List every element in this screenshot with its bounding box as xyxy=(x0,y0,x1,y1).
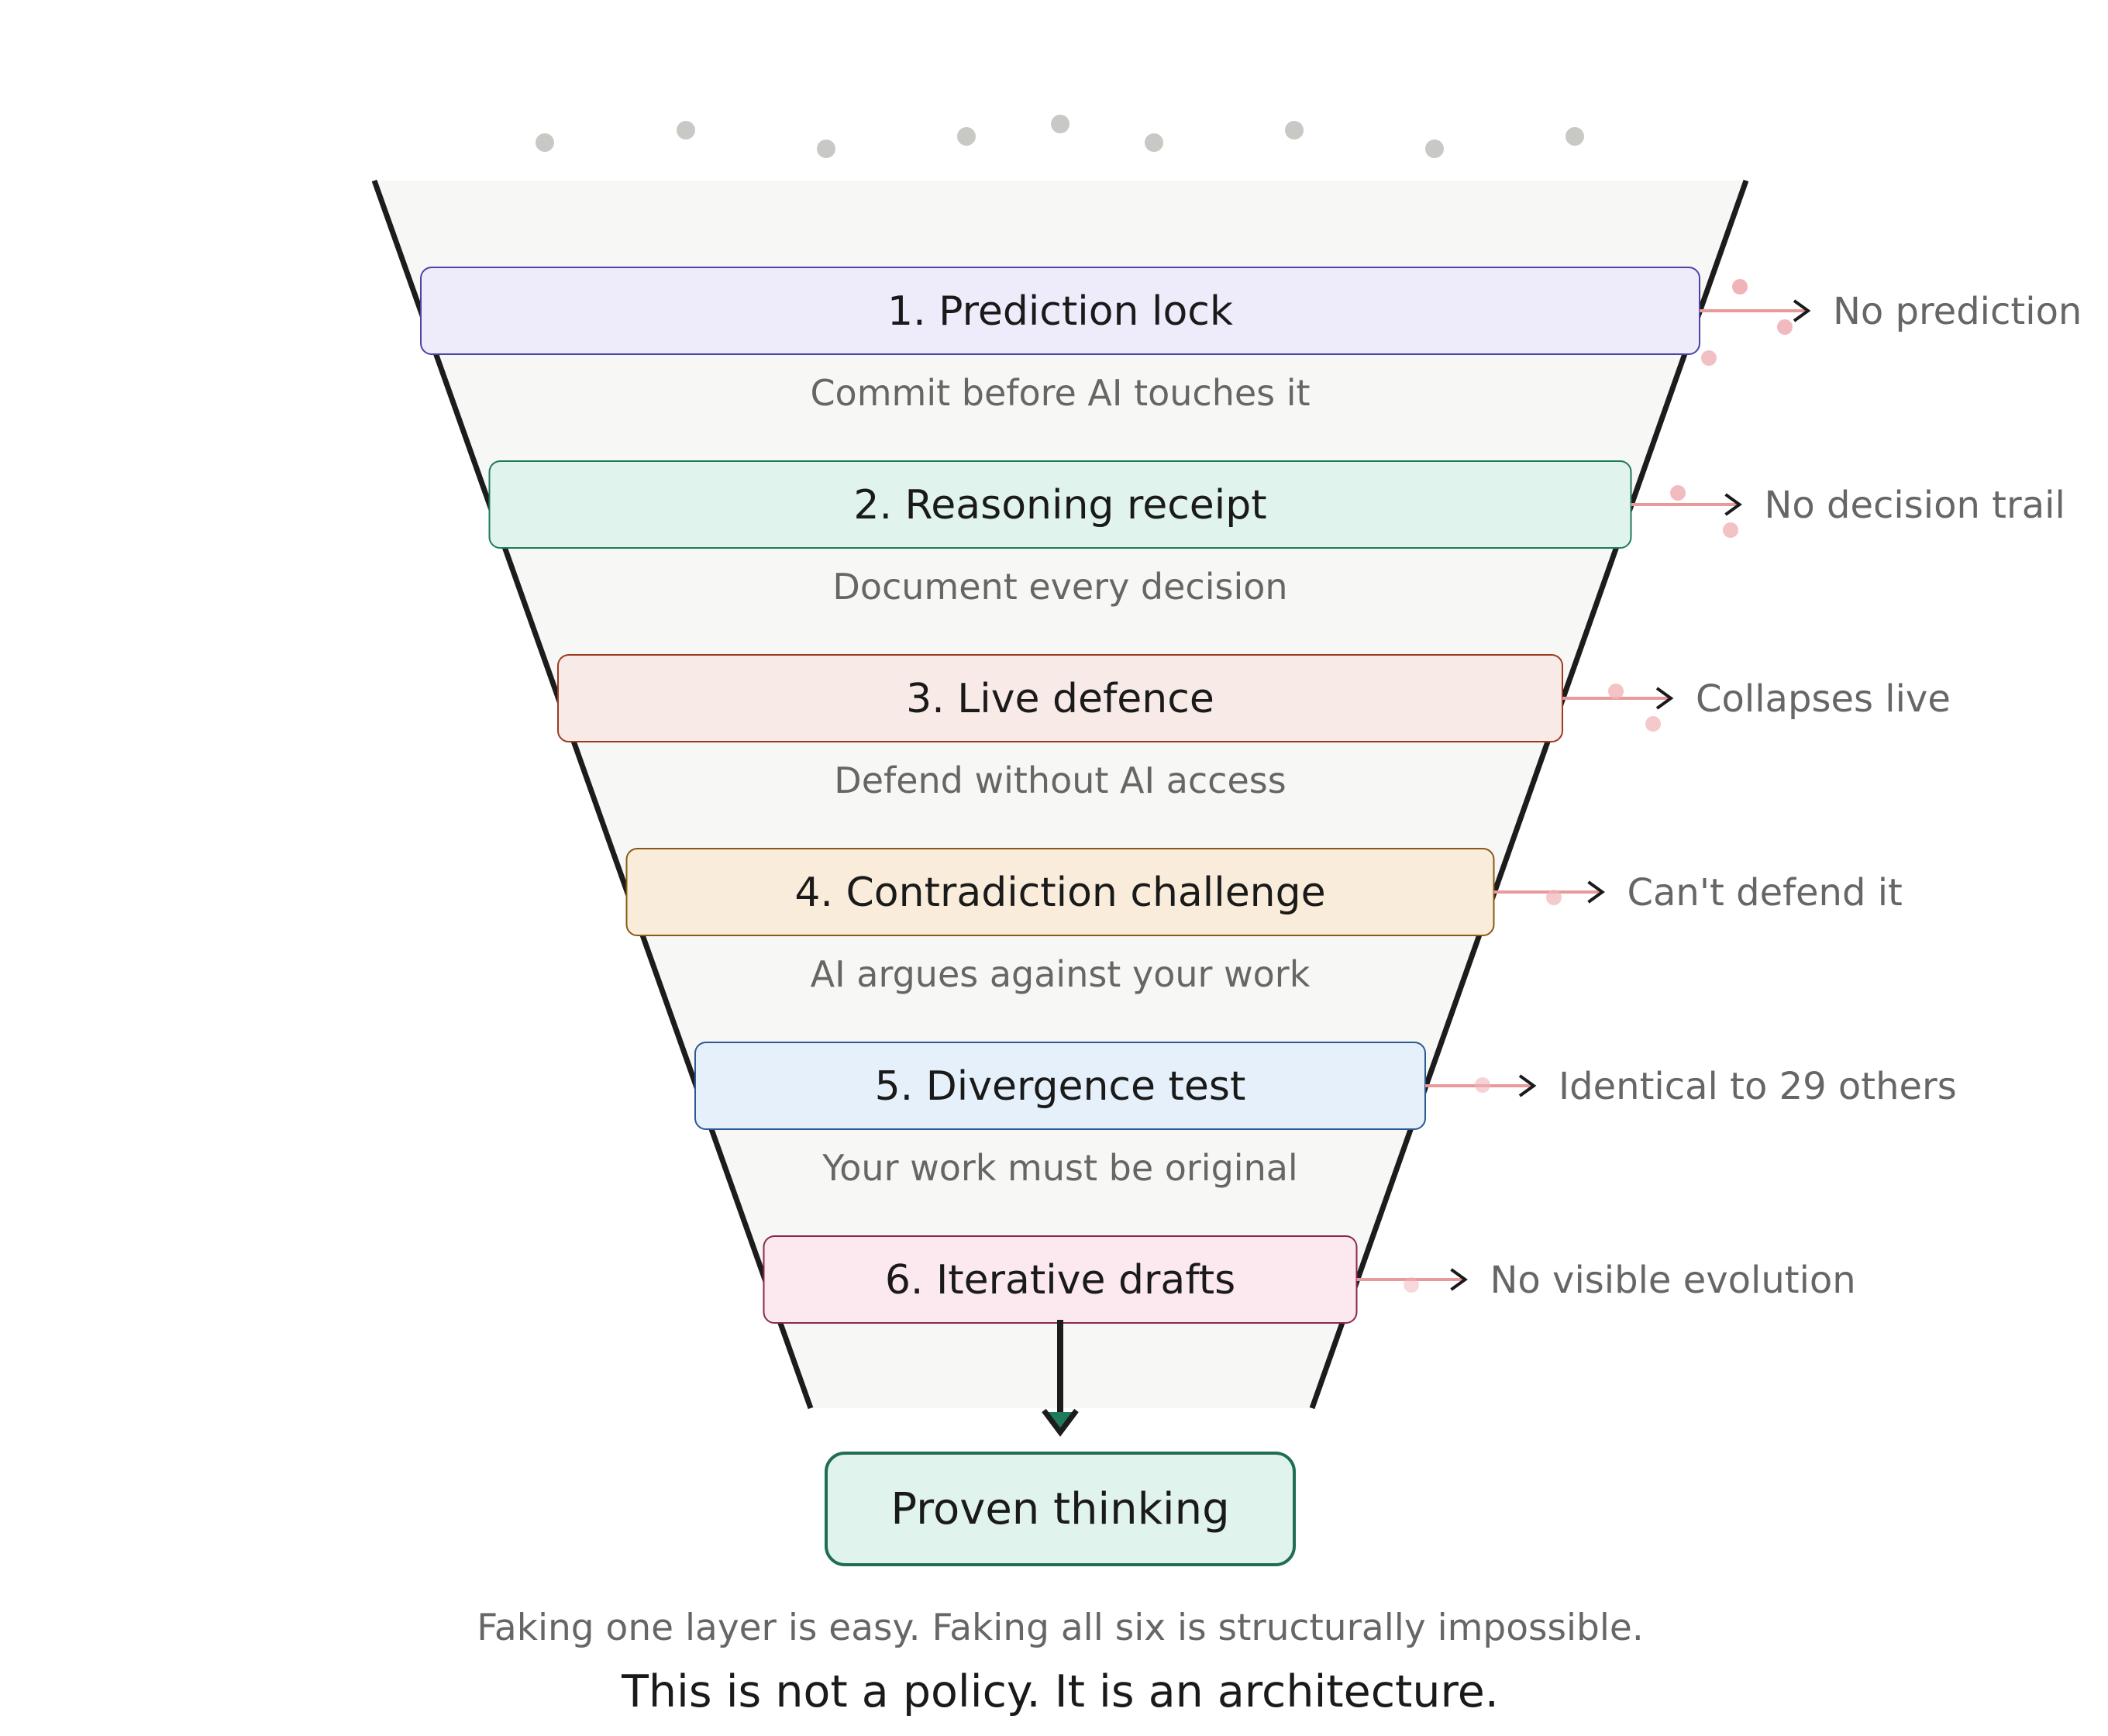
rejected-dot-icon xyxy=(1546,890,1562,905)
layer-subtitle: Your work must be original xyxy=(822,1147,1297,1189)
layer-label: 2. Reasoning receipt xyxy=(853,482,1266,529)
result-box-frame xyxy=(825,1452,1296,1566)
rejected-dot-icon xyxy=(1732,279,1748,294)
footer-caption: Faking one layer is easy. Faking all six… xyxy=(477,1607,1644,1649)
rejection-label: No prediction xyxy=(1833,290,2082,333)
layer-subtitle: Commit before AI touches it xyxy=(810,372,1310,414)
rejection-label: Can't defend it xyxy=(1628,871,1903,914)
layer-subtitle: Defend without AI access xyxy=(834,760,1286,801)
arrow-down-icon xyxy=(1046,1412,1074,1432)
arrow-right-icon xyxy=(1587,880,1605,904)
input-dots xyxy=(536,115,1584,158)
input-dot-icon xyxy=(1051,115,1070,133)
filter-layer: 4. Contradiction challenge AI argues agai… xyxy=(625,848,1903,995)
input-dot-icon xyxy=(817,140,835,158)
rejected-dot-icon xyxy=(1404,1277,1419,1293)
funnel-right-wall xyxy=(1309,179,1749,1410)
rejected-dot-icon xyxy=(1723,522,1738,538)
arrow-right-icon xyxy=(1450,1268,1468,1291)
input-dot-icon xyxy=(1425,140,1444,158)
rejection-label: No decision trail xyxy=(1765,484,2065,527)
rejection-label: Identical to 29 others xyxy=(1559,1065,1957,1108)
layer-label: 5. Divergence test xyxy=(875,1063,1246,1110)
rejection-label: No visible evolution xyxy=(1490,1259,1856,1302)
filter-layer: 6. Iterative drafts No visible evolution xyxy=(763,1235,1856,1324)
arrow-down-outline xyxy=(1042,1408,1079,1437)
input-dot-icon xyxy=(677,121,695,140)
rejection-label: Collapses live xyxy=(1696,677,1951,721)
arrow-right-icon xyxy=(1724,493,1742,516)
rejected-dot-icon xyxy=(1475,1077,1490,1093)
input-dot-icon xyxy=(1566,127,1584,146)
layer-subtitle: AI argues against your work xyxy=(811,953,1311,995)
layer-subtitle: Document every decision xyxy=(832,566,1287,608)
rejected-dot-icon xyxy=(1608,684,1624,699)
rejected-dot-icon xyxy=(1777,319,1793,335)
input-dot-icon xyxy=(536,133,554,152)
arrow-right-icon xyxy=(1518,1074,1537,1097)
output-arrow xyxy=(1042,1320,1079,1437)
layer-label: 3. Live defence xyxy=(906,676,1214,722)
input-dot-icon xyxy=(1285,121,1304,140)
rejected-dot-icon xyxy=(1701,350,1717,366)
arrow-right-icon xyxy=(1793,299,1811,322)
arrow-right-icon xyxy=(1655,687,1674,710)
layer-label: 1. Prediction lock xyxy=(887,288,1233,335)
layer-label: 6. Iterative drafts xyxy=(885,1257,1235,1304)
result-label: Proven thinking xyxy=(890,1484,1229,1534)
footer-tagline: This is not a policy. It is an architect… xyxy=(621,1666,1499,1717)
input-dot-icon xyxy=(1145,133,1163,152)
layer-label: 4. Contradiction challenge xyxy=(794,870,1325,916)
rejected-dot-icon xyxy=(1645,716,1661,732)
funnel-left-wall xyxy=(371,179,814,1410)
rejected-dot-icon xyxy=(1670,485,1686,501)
input-dot-icon xyxy=(957,127,976,146)
result-box: Proven thinking xyxy=(825,1452,1296,1566)
